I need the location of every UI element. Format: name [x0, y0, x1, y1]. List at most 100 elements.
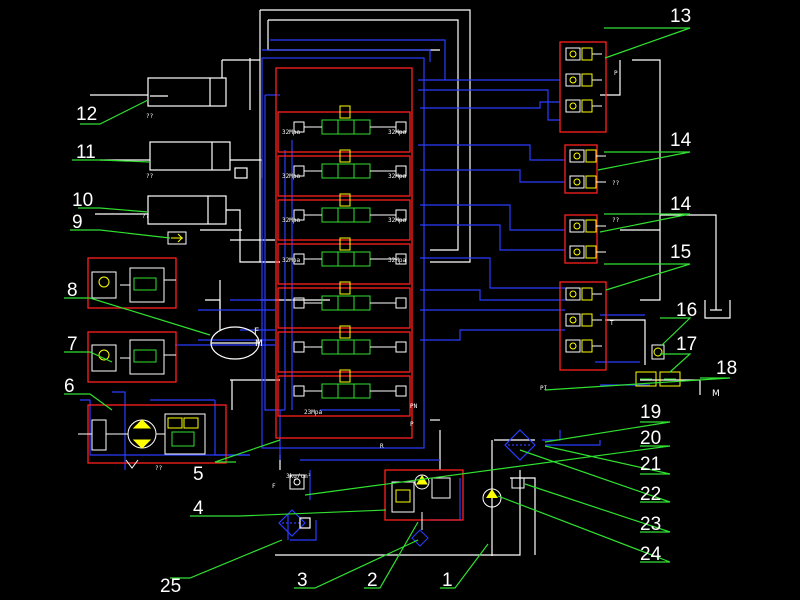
- check-ball: [569, 316, 577, 324]
- port-block: [395, 297, 407, 309]
- relief-valve-23: [511, 477, 525, 489]
- valve-group-7: [91, 339, 176, 375]
- port-label-r: R: [380, 443, 384, 450]
- spool-body: [321, 163, 371, 179]
- callout-24: 24: [640, 544, 662, 565]
- check-ball: [569, 50, 577, 58]
- callout-19: 19: [640, 402, 661, 423]
- callout-10: 10: [72, 190, 93, 211]
- check-ball: [573, 152, 581, 160]
- relief-valve: [339, 281, 351, 295]
- valve-body: [569, 219, 585, 233]
- valve-body: [565, 99, 581, 113]
- valve-16-17: [635, 344, 681, 387]
- pressure-label: 32Mpa: [388, 217, 406, 224]
- callout-22: 22: [640, 484, 661, 505]
- spool-body: [321, 207, 371, 223]
- callout-16: 16: [676, 300, 697, 321]
- leader-lines: [64, 27, 731, 589]
- callout-20: 20: [640, 428, 661, 449]
- callout-numbers: 1 2 3 4 5 6 7 8 9 10 11 12 13 14 14 15 1…: [64, 6, 737, 597]
- relief-valve: [339, 325, 351, 339]
- spool-body: [321, 251, 371, 267]
- solenoid: [581, 99, 593, 113]
- port-block: [395, 385, 407, 397]
- pilot-valve-group: [569, 219, 606, 259]
- solenoid: [585, 149, 597, 163]
- valve-section: [293, 325, 407, 355]
- pressure-label: 32Mpa: [282, 257, 300, 264]
- unknown-label: ??: [155, 465, 163, 472]
- callout-7: 7: [67, 334, 78, 355]
- pressure-label: 3kg/cm²: [286, 473, 311, 480]
- callout-11: 11: [76, 142, 96, 163]
- unknown-label: ??: [612, 217, 620, 224]
- valve-body: [565, 73, 581, 87]
- check-ball: [569, 102, 577, 110]
- check-ball: [573, 248, 581, 256]
- spool-body: [321, 119, 371, 135]
- callout-23: 23: [640, 514, 661, 535]
- unknown-labels: ?? ?? ?? ?? ?? ??: [142, 113, 620, 472]
- unknown-label: ??: [142, 213, 150, 220]
- valve-body: [565, 313, 581, 327]
- solenoid: [585, 219, 597, 233]
- callout-3: 3: [297, 570, 308, 591]
- unknown-label: ??: [612, 180, 620, 187]
- callout-8: 8: [67, 280, 78, 301]
- directional-valve-sections: [293, 105, 407, 399]
- callout-4: 4: [193, 498, 204, 519]
- pressure-label: 32Mpa: [282, 129, 300, 136]
- callout-14b: 14: [670, 194, 692, 215]
- callout-21: 21: [640, 454, 661, 475]
- tank-symbol: [704, 300, 731, 319]
- cylinder-10: [95, 195, 227, 225]
- valve-body: [565, 287, 581, 301]
- check-ball: [573, 178, 581, 186]
- port-label-p: P: [410, 421, 414, 428]
- main-bank-frame: [261, 57, 425, 449]
- callout-17: 17: [676, 334, 697, 355]
- valve-body: [569, 245, 585, 259]
- pressure-label: 32Mpa: [388, 129, 406, 136]
- relief-valve: [339, 193, 351, 207]
- right-valve-groups: [565, 47, 606, 353]
- cylinder-12: [90, 77, 227, 107]
- valve-section: [293, 369, 407, 399]
- valve-section: [293, 193, 407, 223]
- pressure-label: 23Mpa: [304, 409, 322, 416]
- spool-body: [321, 383, 371, 399]
- port-label-m2: M: [712, 389, 720, 399]
- port-block: [395, 341, 407, 353]
- solenoid: [585, 175, 597, 189]
- solenoid: [581, 339, 593, 353]
- relief-valve: [339, 149, 351, 163]
- pilot-valve-group: [565, 47, 602, 113]
- relief-valve: [339, 369, 351, 383]
- valve-body: [565, 339, 581, 353]
- solenoid: [581, 287, 593, 301]
- port-labels: F M PN P R PI M P T F: [254, 70, 720, 490]
- callout-14a: 14: [670, 130, 692, 151]
- pressure-label: 32Mpa: [282, 217, 300, 224]
- valve-group-8: [91, 267, 176, 303]
- pressure-label: 32Mpa: [388, 257, 406, 264]
- solenoid: [581, 313, 593, 327]
- pump-24: [482, 488, 502, 508]
- callout-18: 18: [716, 358, 737, 379]
- valve-section: [293, 281, 407, 311]
- rotary-joint: [210, 326, 260, 360]
- port-label-pn: PN: [410, 403, 418, 410]
- valve-body: [569, 149, 585, 163]
- pressure-label: 32Mpa: [282, 173, 300, 180]
- check-valve-9: [167, 231, 187, 245]
- port-label-p2: P: [614, 70, 618, 77]
- port-block: [293, 385, 305, 397]
- check-ball: [569, 290, 577, 298]
- valve-body: [569, 175, 585, 189]
- unknown-label: ??: [146, 173, 154, 180]
- relief-valve: [339, 237, 351, 251]
- solenoid: [581, 47, 593, 61]
- callout-25: 25: [160, 576, 181, 597]
